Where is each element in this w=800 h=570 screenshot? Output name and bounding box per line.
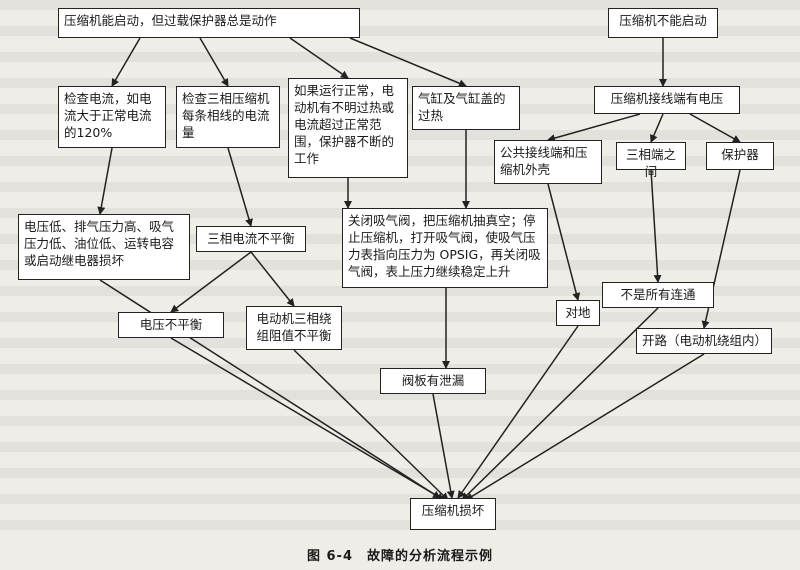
node-voltage-imbalance: 电压不平衡 — [118, 312, 224, 338]
connector-arrow-25 — [465, 353, 705, 501]
node-terminal-voltage: 压缩机接线端有电压 — [594, 86, 740, 114]
node-protector: 保护器 — [706, 142, 774, 170]
node-check-three-phase-current: 检查三相压缩机每条相线的电流量 — [176, 86, 280, 148]
node-between-three-phase: 三相端之间 — [616, 142, 686, 179]
connector-arrow-13 — [170, 251, 252, 313]
connector-arrow-16 — [650, 169, 662, 283]
connector-arrow-20 — [170, 337, 445, 501]
node-compressor-damaged: 压缩机损坏 — [410, 498, 496, 530]
connector-arrow-24 — [461, 307, 659, 501]
connector-arrow-6 — [547, 113, 641, 142]
connector-arrow-22 — [432, 393, 455, 499]
connector-arrow-9 — [97, 147, 113, 215]
connector-arrow-7 — [650, 113, 664, 143]
node-start-overload-trips: 压缩机能启动，但过载保护器总是动作 — [58, 8, 360, 38]
connector-arrow-8 — [689, 113, 741, 143]
node-low-voltage-causes: 电压低、排气压力高、吸气压力低、油位低、运转电容或启动继电器损坏 — [18, 214, 190, 280]
node-not-all-connected: 不是所有连通 — [602, 282, 714, 308]
node-normal-operation-overheat: 如果运行正常，电动机有不明过热或电流超过正常范围，保护器不断的工作 — [288, 78, 408, 178]
connector-arrow-10 — [227, 147, 253, 227]
connector-arrow-1 — [111, 37, 141, 87]
node-valve-plate-leak: 阀板有泄漏 — [380, 368, 486, 394]
figure-caption: 图 6-4 故障的分析流程示例 — [306, 549, 493, 564]
node-common-terminal-shell: 公共接线端和压缩机外壳 — [494, 140, 602, 184]
connector-arrow-23 — [457, 325, 579, 499]
connector-arrow-15 — [547, 183, 581, 301]
node-to-ground: 对地 — [556, 300, 600, 326]
connector-arrow-14 — [250, 251, 295, 307]
connector-arrow-2 — [199, 37, 229, 87]
connector-arrow-3 — [289, 37, 349, 79]
node-cylinder-overheat: 气缸及气缸盖的过热 — [412, 86, 520, 130]
node-valve-vacuum-test: 关闭吸气阀，把压缩机抽真空；停止压缩机，打开吸气阀，使吸气压力表指向压力为 OP… — [342, 208, 548, 288]
node-winding-resistance-imbalance: 电动机三相绕组阻值不平衡 — [246, 306, 342, 350]
connector-arrow-21 — [293, 349, 449, 501]
node-three-phase-imbalance: 三相电流不平衡 — [196, 226, 306, 252]
node-start-cannot-start: 压缩机不能启动 — [608, 8, 718, 38]
node-open-circuit-winding: 开路（电动机绕组内） — [636, 328, 772, 354]
node-check-current: 检查电流，如电流大于正常电流的120% — [58, 86, 166, 148]
connector-arrow-4 — [349, 37, 467, 88]
